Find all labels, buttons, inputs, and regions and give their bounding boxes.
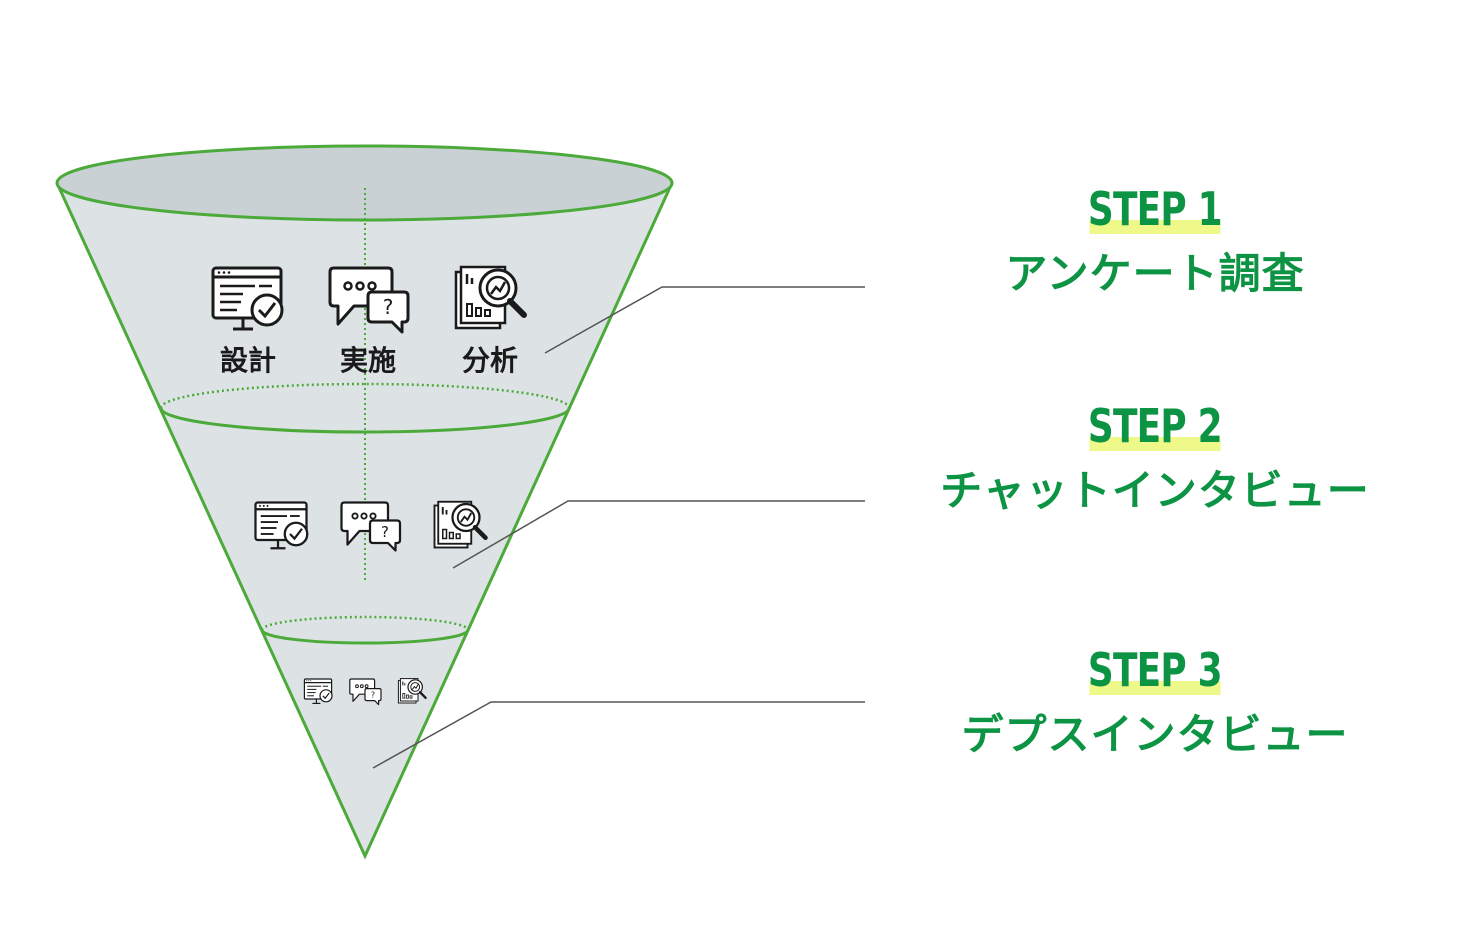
step-2-name: チャットインタビュー — [940, 466, 1370, 515]
step-3-heading-text: STEP 3 — [1088, 643, 1223, 697]
step-2-heading-text: STEP 2 — [1088, 399, 1223, 453]
step-1-name: アンケート調査 — [1005, 249, 1305, 298]
step-1-heading: STEP 1 — [1088, 180, 1223, 238]
step-3-block: STEP 3 デプスインタビュー — [895, 641, 1415, 765]
divider-2-back — [260, 615, 470, 631]
icon-row-2 — [254, 502, 486, 552]
leader-line-step-1 — [544, 286, 865, 354]
leader-line-step-2 — [452, 500, 865, 569]
icon-label-analyze: 分析 — [462, 344, 518, 377]
step-2-heading: STEP 2 — [1088, 397, 1223, 455]
heading-highlight — [1089, 681, 1221, 695]
icon-label-design: 設計 — [220, 344, 276, 377]
divider-1-front — [159, 407, 571, 434]
step-1-heading-text: STEP 1 — [1088, 182, 1223, 236]
heading-highlight — [1089, 437, 1221, 451]
heading-highlight — [1089, 220, 1221, 234]
icon-label-execute: 実施 — [340, 344, 396, 377]
step-3-name: デプスインタビュー — [961, 710, 1349, 759]
step-1-block: STEP 1 アンケート調査 — [895, 180, 1415, 304]
divider-2-front — [260, 629, 470, 645]
step-2-block: STEP 2 チャットインタビュー — [895, 397, 1415, 521]
step-3-heading: STEP 3 — [1088, 641, 1223, 699]
leader-line-step-3 — [372, 701, 865, 769]
icon-row-1: 設計 実施 分析 — [211, 267, 524, 377]
